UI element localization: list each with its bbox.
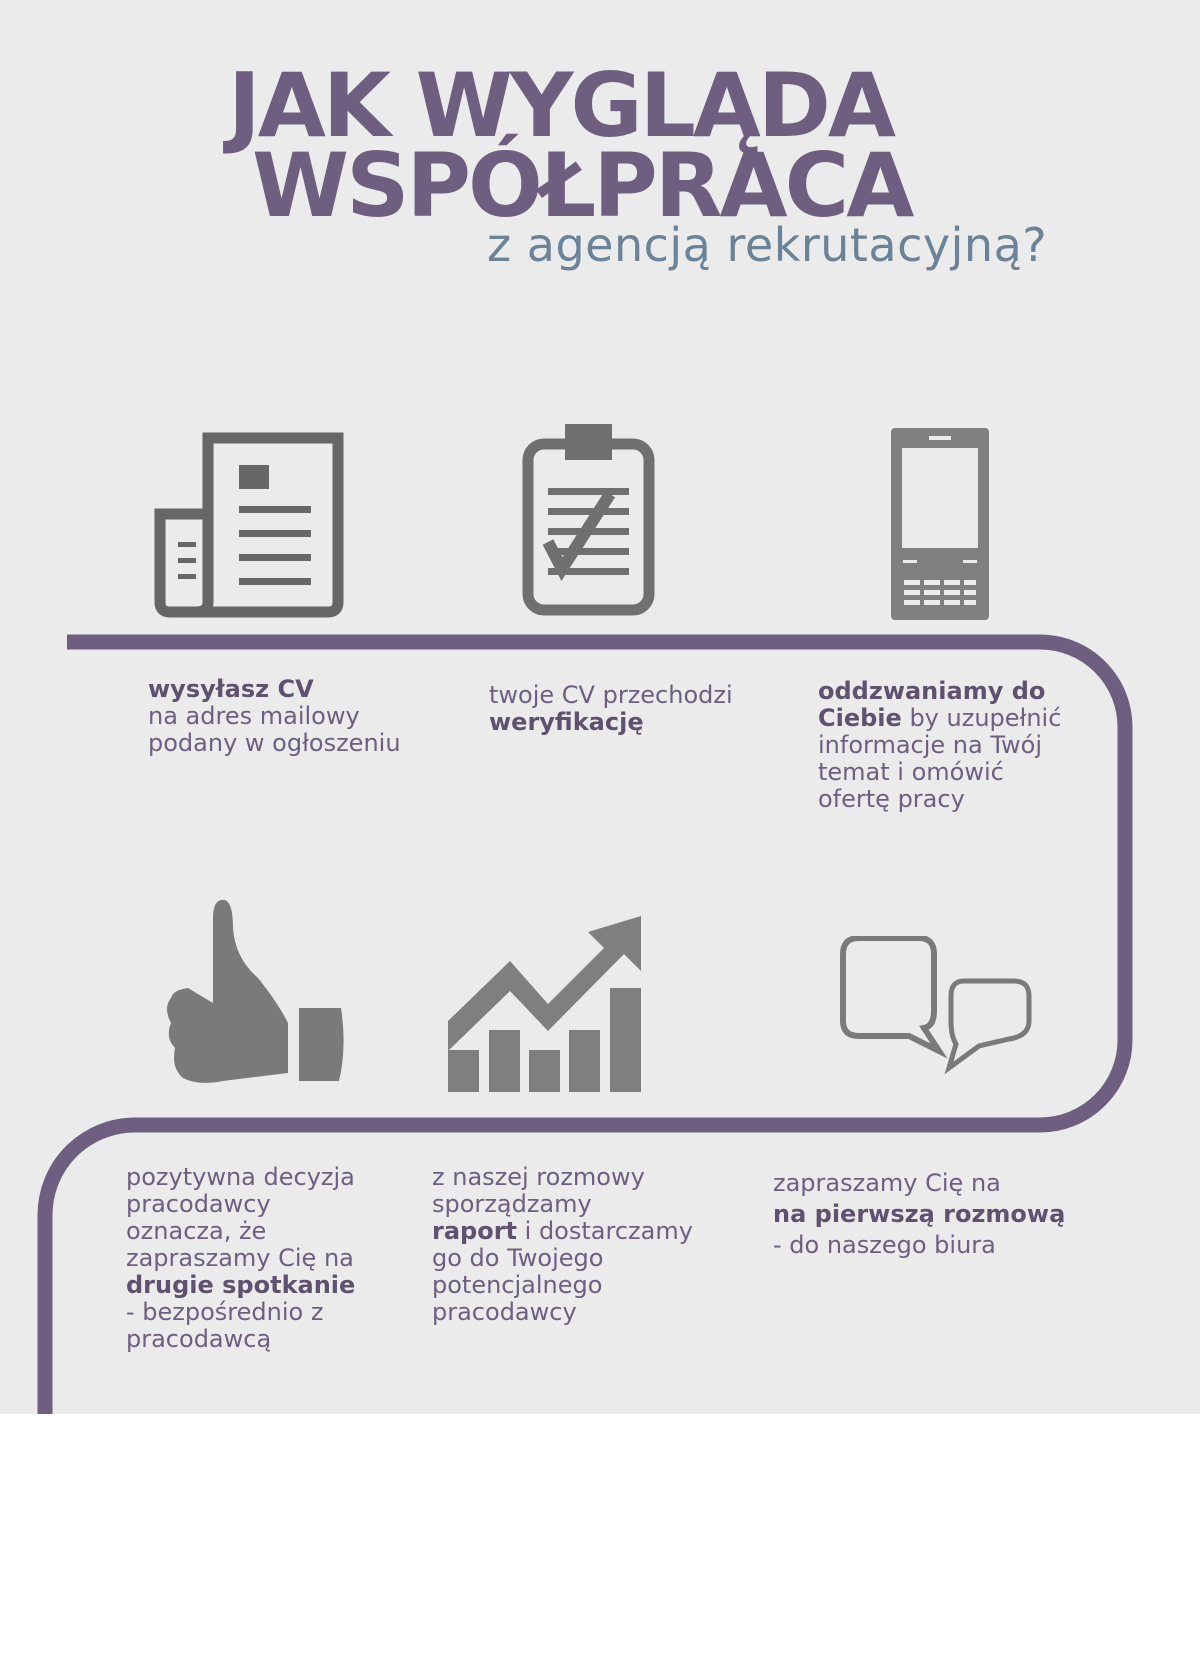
step-3-line: temat i omówić [818,758,1004,786]
step-1-text: wysyłasz CV na adres mailowy podany w og… [148,676,401,757]
step-5-text: z naszej rozmowy sporządzamy raport i do… [432,1164,693,1326]
step-1-bold: wysyłasz CV [148,675,314,703]
step-1-line: podany w ogłoszeniu [148,729,401,757]
step-6-line: - bezpośrednio z [126,1298,324,1326]
step-5-line: pracodawcy [432,1298,577,1326]
title-line-1: JAK WYGLĄDA [228,54,896,157]
step-4-text: zapraszamy Cię na na pierwszą rozmową - … [773,1168,1065,1261]
step-3-bold: oddzwaniamy do [818,677,1046,705]
step-5-line: potencjalnego [432,1271,603,1299]
step-6-bold: drugie spotkanie [126,1271,356,1299]
step-6-text: pozytywna decyzja pracodawcy oznacza, że… [126,1164,355,1353]
step-4-line: - do naszego biura [773,1231,996,1259]
step-3-line: by uzupełnić [901,704,1062,732]
title-line-2: WSPÓŁPRACA [252,134,914,237]
step-5-line: z naszej rozmowy [432,1163,645,1191]
step-3-line: informacje na Twój [818,731,1043,759]
step-3-line: ofertę pracy [818,785,965,813]
step-2-bold: weryfikację [489,708,644,736]
step-6-line: pozytywna decyzja [126,1163,355,1191]
clipboard-check-icon [522,424,655,616]
step-3-text: oddzwaniamy do Ciebie by uzupełnić infor… [818,678,1061,813]
step-5-bold: raport [432,1217,518,1245]
mobile-phone-icon [891,428,989,620]
step-6-line: pracodawcą [126,1325,272,1353]
speech-bubbles-icon [840,936,1032,1075]
background [0,0,1200,1414]
step-3-bold: Ciebie [818,704,902,732]
newspaper-icon [154,432,344,618]
step-6-line: zapraszamy Cię na [126,1244,354,1272]
step-5-line: go do Twojego [432,1244,604,1272]
step-4-bold: na pierwszą rozmową [773,1200,1066,1228]
step-1-line: na adres mailowy [148,702,360,730]
step-4-line: zapraszamy Cię na [773,1169,1001,1197]
step-2-line: twoje CV przechodzi [489,681,733,709]
step-6-line: oznacza, że [126,1217,267,1245]
step-6-line: pracodawcy [126,1190,271,1218]
growth-chart-icon [448,916,641,1092]
step-2-text: twoje CV przechodzi weryfikację [489,682,733,736]
thumbs-up-icon [167,899,344,1083]
step-5-line: sporządzamy [432,1190,592,1218]
step-5-line: i dostarczamy [517,1217,693,1245]
subtitle: z agencją rekrutacyjną? [487,218,1048,272]
